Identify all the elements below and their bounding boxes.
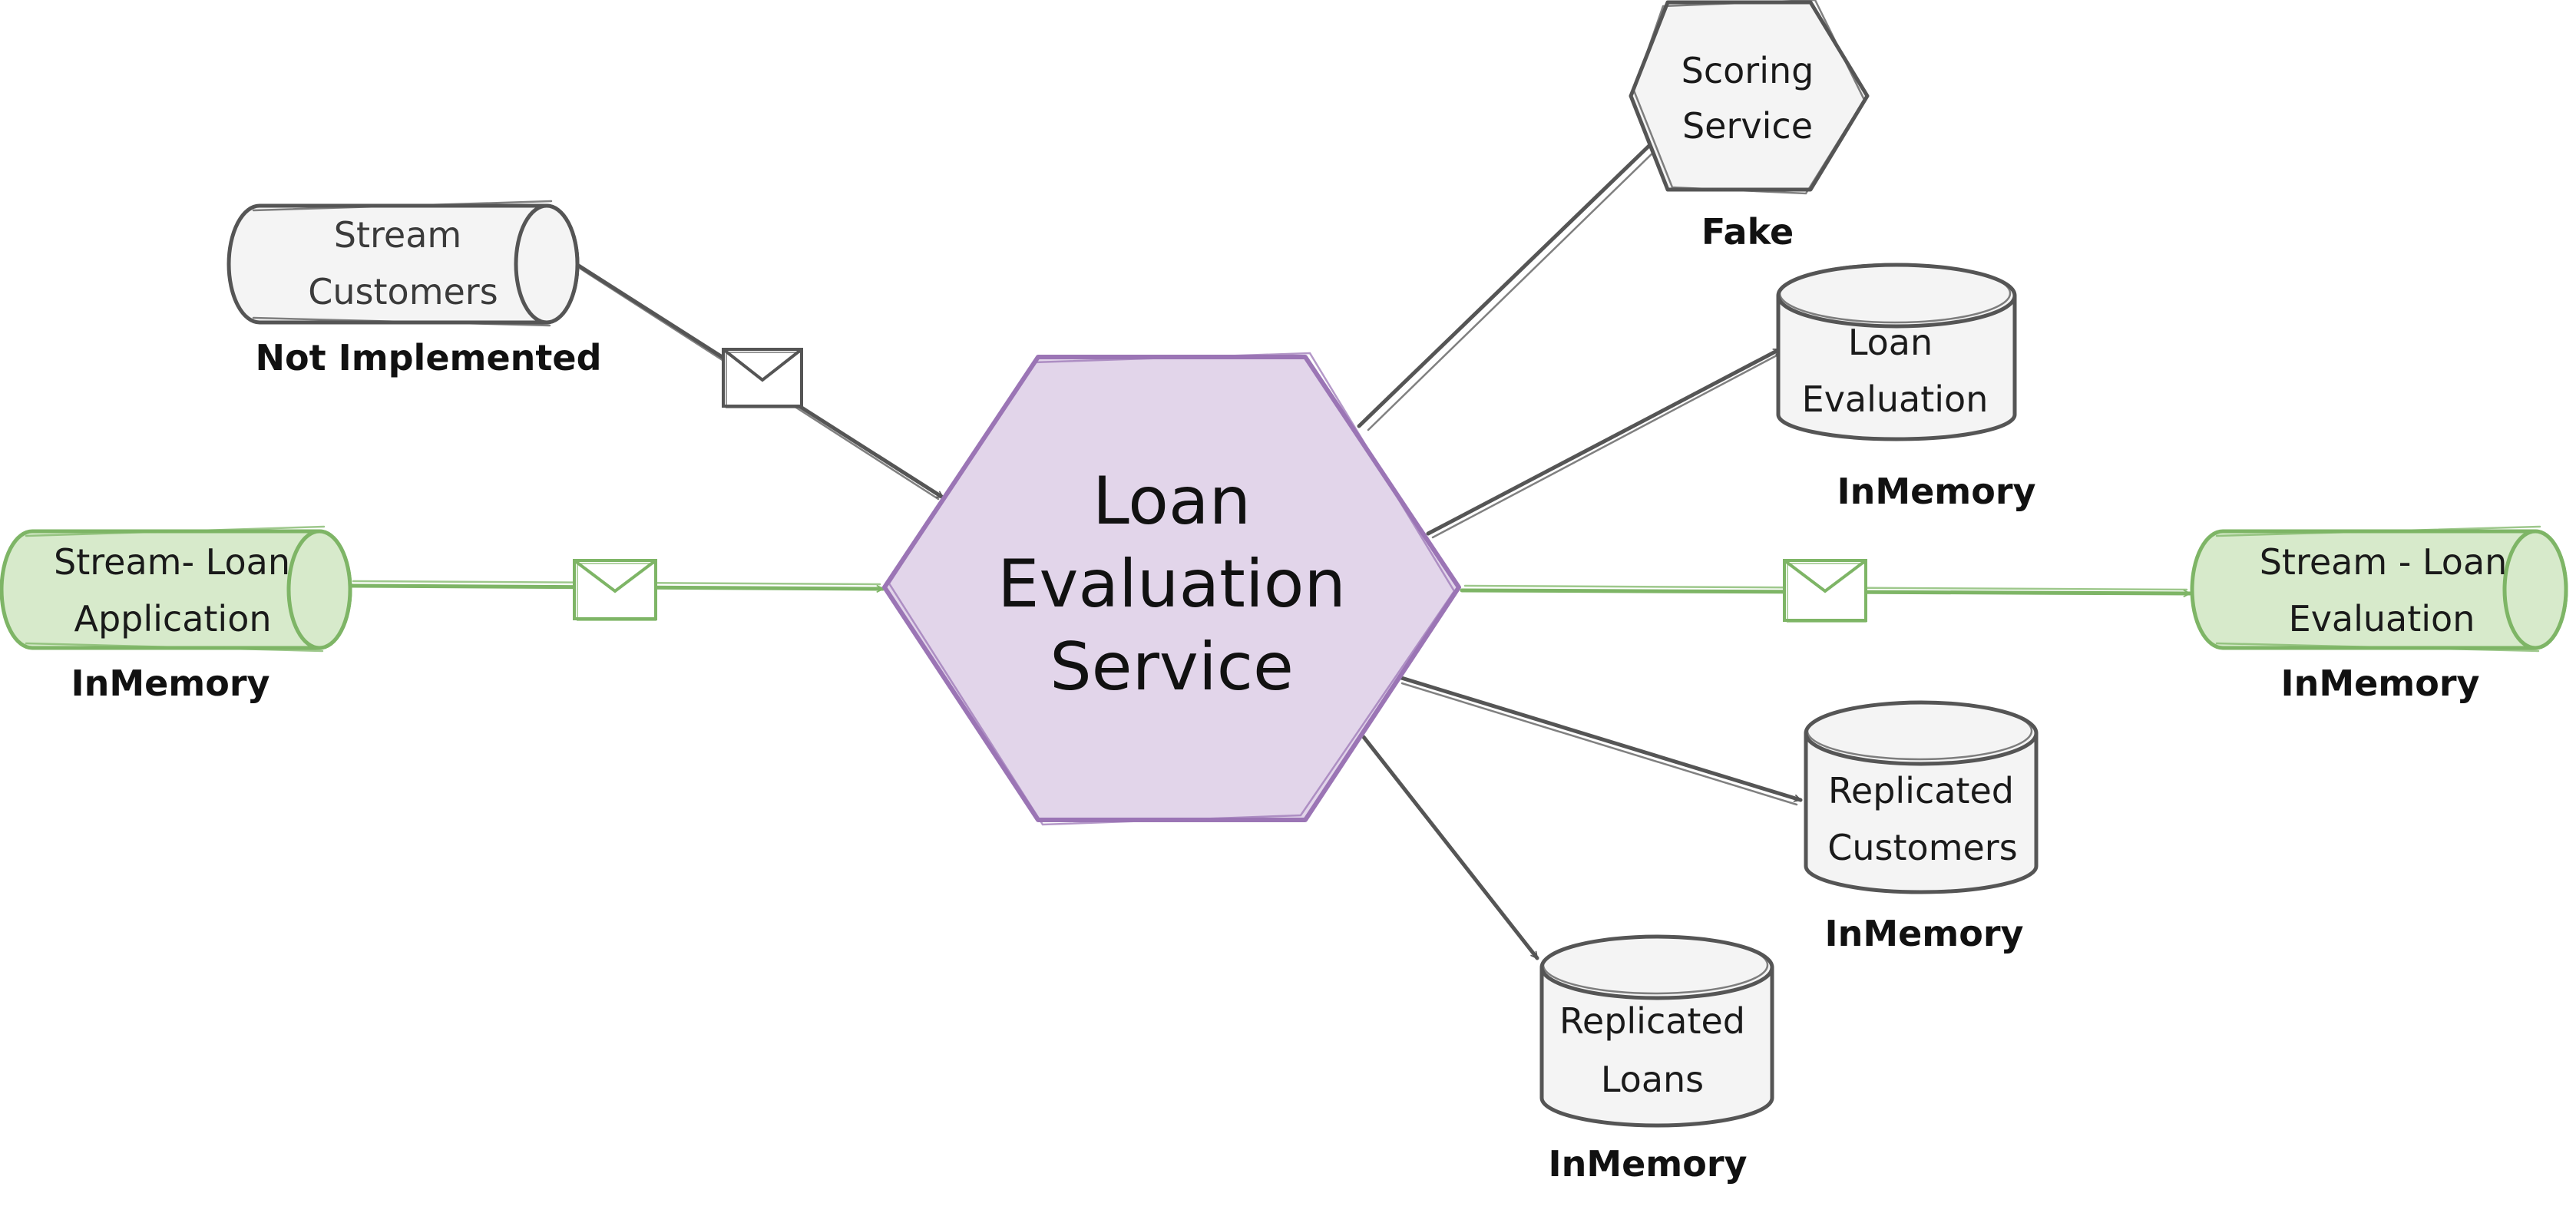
replicated-customers-label-line-1: Replicated xyxy=(1828,770,2014,811)
stream-loan-evaluation-label-line-2: Evaluation xyxy=(2289,598,2475,640)
replicated-loans-caption: InMemory xyxy=(1548,1143,1747,1185)
replicated-customers-node[interactable]: Replicated Customers InMemory xyxy=(1804,700,2039,954)
replicated-loans-node[interactable]: Replicated Loans InMemory xyxy=(1539,934,1774,1185)
core-service-title-line-2: Evaluation xyxy=(997,546,1346,623)
scoring-service-label-line-1: Scoring xyxy=(1682,50,1814,91)
scoring-service-label-line-2: Service xyxy=(1682,105,1813,147)
stream-loan-evaluation-caption: InMemory xyxy=(2280,663,2479,704)
edge-core-to-replicated-customers xyxy=(1397,675,1803,806)
edge-core-to-replicated-loans xyxy=(1361,735,1539,960)
replicated-loans-label-line-1: Replicated xyxy=(1559,1000,1745,1042)
scoring-service-caption: Fake xyxy=(1701,211,1794,253)
stream-loan-evaluation-label-line-1: Stream - Loan xyxy=(2260,541,2508,583)
envelope-icon xyxy=(722,348,803,408)
stream-loan-application-label-line-1: Stream- Loan xyxy=(54,541,290,583)
loan-evaluation-store-label-line-1: Loan xyxy=(1848,322,1933,363)
stream-customers-label-line-2: Customers xyxy=(308,271,498,312)
replicated-customers-label-line-2: Customers xyxy=(1827,827,2017,868)
replicated-loans-label-line-2: Loans xyxy=(1601,1059,1704,1100)
scoring-service-node[interactable]: Scoring Service Fake xyxy=(1629,0,1870,253)
loan-evaluation-store-caption: InMemory xyxy=(1837,471,2035,512)
stream-customers-caption: Not Implemented xyxy=(255,337,601,378)
envelope-icon xyxy=(573,559,657,621)
loan-evaluation-store-node[interactable]: Loan Evaluation InMemory xyxy=(1776,263,2036,512)
envelope-icon xyxy=(1783,559,1867,623)
edge-core-to-scoring-service xyxy=(1357,136,1662,431)
stream-customers-label-line-1: Stream xyxy=(334,214,461,256)
stream-loan-application-caption: InMemory xyxy=(71,663,270,704)
core-service-title-line-1: Loan xyxy=(1093,463,1251,540)
replicated-customers-caption: InMemory xyxy=(1824,913,2023,954)
stream-loan-application-node[interactable]: Stream- Loan Application InMemory xyxy=(0,525,352,704)
loan-evaluation-store-label-line-2: Evaluation xyxy=(1802,378,1989,420)
stream-customers-node[interactable]: Stream Customers Not Implemented xyxy=(227,200,602,378)
core-service-title-line-3: Service xyxy=(1050,629,1294,706)
stream-loan-evaluation-node[interactable]: Stream - Loan Evaluation InMemory xyxy=(2190,525,2568,704)
stream-loan-application-label-line-2: Application xyxy=(74,598,271,640)
core-service-node[interactable]: Loan Evaluation Service xyxy=(882,352,1461,826)
edge-core-to-loan-evaluation-store xyxy=(1426,347,1782,539)
